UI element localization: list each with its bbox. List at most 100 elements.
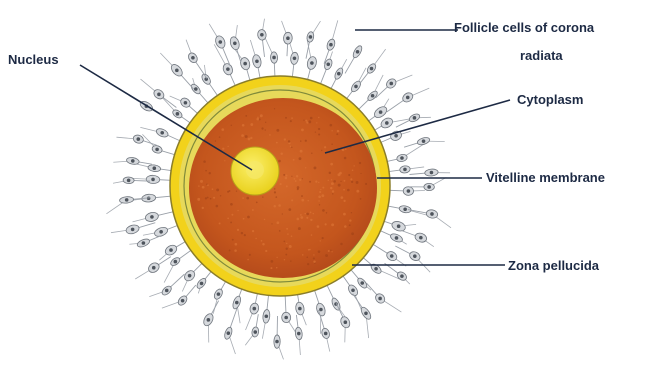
- follicle-cell-nucleus: [152, 266, 156, 270]
- cytoplasm-granule: [289, 245, 292, 248]
- cytoplasm-granule: [256, 202, 258, 204]
- follicle-cell-nucleus: [151, 178, 155, 182]
- follicle-cell-nucleus: [309, 35, 313, 39]
- cytoplasm-granule: [302, 254, 304, 256]
- cytoplasm-granule: [305, 120, 307, 122]
- cytoplasm-granule: [227, 217, 229, 219]
- cytoplasm-granule: [291, 176, 292, 177]
- cytoplasm-granule: [297, 218, 300, 221]
- cytoplasm-granule: [302, 178, 303, 179]
- follicle-cell-nucleus: [226, 67, 230, 71]
- cytoplasm-granule: [285, 177, 288, 180]
- cytoplasm-granule: [207, 184, 209, 186]
- cytoplasm-granule: [252, 230, 254, 232]
- follicle-cell-nucleus: [403, 168, 407, 172]
- cytoplasm-granule: [205, 170, 207, 172]
- follicle-cell-nucleus: [272, 56, 276, 60]
- cytoplasm-granule: [301, 195, 303, 197]
- cytoplasm-granule: [314, 166, 317, 169]
- cytoplasm-granule: [255, 238, 256, 239]
- cytoplasm-granule: [288, 208, 291, 211]
- cytoplasm-granule: [250, 123, 253, 126]
- follicle-cell-nucleus: [153, 166, 157, 170]
- cytoplasm-granule: [241, 232, 243, 234]
- follicle-cell-nucleus: [175, 69, 179, 73]
- cytoplasm-granule: [291, 199, 293, 201]
- cytoplasm-granule: [280, 152, 282, 154]
- cytoplasm-granule: [291, 235, 293, 237]
- cytoplasm-granule: [353, 165, 354, 166]
- cytoplasm-granule: [274, 108, 275, 109]
- follicle-cell-nucleus: [207, 318, 211, 322]
- cytoplasm-granule: [244, 234, 246, 236]
- follicle-cell-nucleus: [394, 134, 398, 138]
- cytoplasm-granule: [276, 142, 278, 144]
- follicle-cell-nucleus: [374, 267, 378, 271]
- cytoplasm-granule: [347, 189, 350, 192]
- cytoplasm-granule: [343, 189, 345, 191]
- cytoplasm-granule: [356, 190, 359, 193]
- cytoplasm-granule: [365, 183, 367, 185]
- cytoplasm-granule: [197, 198, 200, 201]
- follicle-cell-nucleus: [218, 40, 222, 44]
- follicle-cell-nucleus: [159, 230, 163, 234]
- cytoplasm-granule: [279, 230, 281, 232]
- cytoplasm-granule: [213, 197, 215, 199]
- cytoplasm-granule: [212, 188, 214, 190]
- follicle-cell-nucleus: [364, 311, 368, 315]
- follicle-cell-nucleus: [150, 215, 154, 219]
- follicle-cell-nucleus: [400, 156, 404, 160]
- cytoplasm-granule: [300, 216, 303, 219]
- cytoplasm-granule: [330, 124, 333, 127]
- cytoplasm-granule: [230, 203, 233, 206]
- follicle-cell-nucleus: [385, 121, 389, 125]
- cytoplasm-granule: [291, 147, 292, 148]
- cytoplasm-granule: [338, 184, 341, 187]
- follicle-cell-nucleus: [188, 274, 192, 278]
- cytoplasm-granule: [198, 185, 199, 186]
- cytoplasm-granule: [331, 130, 332, 131]
- cytoplasm-granule: [342, 149, 345, 152]
- cytoplasm-granule: [311, 153, 312, 154]
- cytoplasm-granule: [313, 213, 314, 214]
- cytoplasm-granule: [286, 243, 287, 244]
- follicle-cell-nucleus: [155, 148, 159, 152]
- cytoplasm-granule: [298, 227, 301, 230]
- cytoplasm-granule: [262, 196, 263, 197]
- follicle-cell-nucleus: [379, 110, 383, 114]
- cytoplasm-granule: [282, 213, 283, 214]
- cytoplasm-granule: [200, 180, 203, 183]
- cytoplasm-granule: [318, 195, 321, 198]
- cytoplasm-granule: [318, 250, 321, 253]
- cytoplasm-granule: [237, 210, 238, 211]
- cytoplasm-granule: [356, 181, 359, 184]
- follicle-cell-nucleus: [194, 87, 198, 91]
- follicle-cell-nucleus: [360, 281, 364, 285]
- follicle-cell-nucleus: [176, 112, 180, 116]
- cytoplasm-granule: [245, 135, 248, 138]
- cytoplasm-granule: [285, 117, 287, 119]
- cytoplasm-granule: [306, 256, 308, 258]
- cytoplasm-granule: [290, 260, 291, 261]
- cytoplasm-granule: [331, 251, 332, 252]
- label-nucleus: Nucleus: [8, 52, 59, 67]
- cytoplasm-granule: [297, 186, 300, 189]
- cytoplasm-granule: [315, 181, 317, 183]
- cytoplasm-granule: [242, 197, 244, 199]
- follicle-cell-nucleus: [142, 241, 146, 245]
- cytoplasm-granule: [296, 175, 298, 177]
- cytoplasm-granule: [276, 267, 277, 268]
- follicle-cell-nucleus: [252, 307, 256, 311]
- cytoplasm-granule: [265, 250, 267, 252]
- follicle-cell-nucleus: [344, 320, 348, 324]
- cytoplasm-granule: [261, 127, 263, 129]
- cytoplasm-granule: [317, 225, 320, 228]
- cytoplasm-granule: [344, 225, 347, 228]
- follicle-cell-nucleus: [371, 94, 375, 98]
- cytoplasm-granule: [271, 260, 274, 263]
- follicle-cell-nucleus: [370, 67, 374, 71]
- cytoplasm-granule: [325, 223, 327, 225]
- cytoplasm-granule: [220, 195, 221, 196]
- cytoplasm-granule: [310, 212, 312, 214]
